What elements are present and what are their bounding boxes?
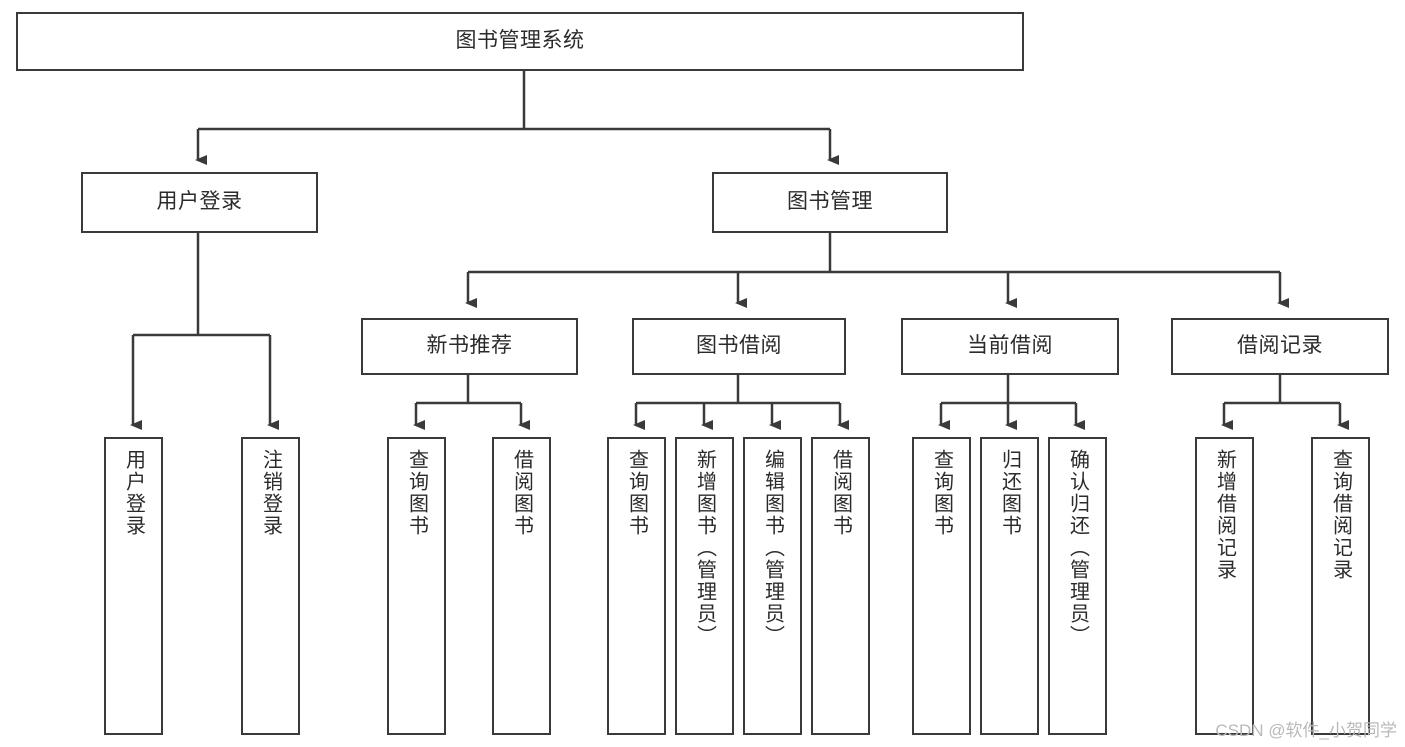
node-root[interactable]: 图书管理系统 — [16, 12, 1024, 71]
node-new-book-recommend-label: 新书推荐 — [426, 334, 513, 358]
node-book-borrow[interactable]: 图书借阅 — [632, 318, 846, 375]
leaf-borrow-book-2[interactable]: 借阅图书 — [811, 437, 870, 735]
node-current-borrow[interactable]: 当前借阅 — [901, 318, 1119, 375]
leaf-add-book-label: 新增图书（管理员） — [693, 449, 716, 647]
leaf-confirm-return-label: 确认归还（管理员） — [1066, 449, 1089, 647]
leaf-add-book[interactable]: 新增图书（管理员） — [675, 437, 734, 735]
leaf-query-book-1[interactable]: 查询图书 — [387, 437, 446, 735]
leaf-add-record[interactable]: 新增借阅记录 — [1195, 437, 1254, 735]
node-book-manage[interactable]: 图书管理 — [712, 172, 948, 233]
node-book-manage-label: 图书管理 — [787, 190, 873, 214]
leaf-query-record-label: 查询借阅记录 — [1329, 449, 1352, 581]
leaf-logout-login[interactable]: 注销登录 — [241, 437, 300, 735]
node-borrow-record[interactable]: 借阅记录 — [1171, 318, 1389, 375]
leaf-user-login[interactable]: 用户登录 — [104, 437, 163, 735]
leaf-edit-book[interactable]: 编辑图书（管理员） — [743, 437, 802, 735]
leaf-query-book-3[interactable]: 查询图书 — [912, 437, 971, 735]
leaf-borrow-book-1-label: 借阅图书 — [510, 449, 533, 537]
csdn-watermark: CSDN @软件_小贺同学 — [1215, 721, 1397, 740]
leaf-return-book[interactable]: 归还图书 — [980, 437, 1039, 735]
leaf-edit-book-label: 编辑图书（管理员） — [761, 449, 784, 647]
leaf-query-book-2[interactable]: 查询图书 — [607, 437, 666, 735]
node-user-login[interactable]: 用户登录 — [81, 172, 318, 233]
leaf-confirm-return[interactable]: 确认归还（管理员） — [1048, 437, 1107, 735]
leaf-borrow-book-1[interactable]: 借阅图书 — [492, 437, 551, 735]
node-book-borrow-label: 图书借阅 — [696, 334, 782, 358]
node-user-login-label: 用户登录 — [156, 190, 243, 214]
leaf-add-record-label: 新增借阅记录 — [1213, 449, 1236, 581]
leaf-user-login-label: 用户登录 — [122, 449, 145, 537]
leaf-query-record[interactable]: 查询借阅记录 — [1311, 437, 1370, 735]
node-root-label: 图书管理系统 — [455, 29, 585, 53]
leaf-query-book-3-label: 查询图书 — [930, 449, 953, 537]
node-borrow-record-label: 借阅记录 — [1237, 334, 1323, 358]
leaf-borrow-book-2-label: 借阅图书 — [829, 449, 852, 537]
leaf-query-book-1-label: 查询图书 — [405, 449, 428, 537]
node-new-book-recommend[interactable]: 新书推荐 — [361, 318, 578, 375]
leaf-return-book-label: 归还图书 — [998, 449, 1021, 537]
leaf-logout-login-label: 注销登录 — [259, 449, 282, 537]
leaf-query-book-2-label: 查询图书 — [625, 449, 648, 537]
node-current-borrow-label: 当前借阅 — [967, 334, 1053, 358]
